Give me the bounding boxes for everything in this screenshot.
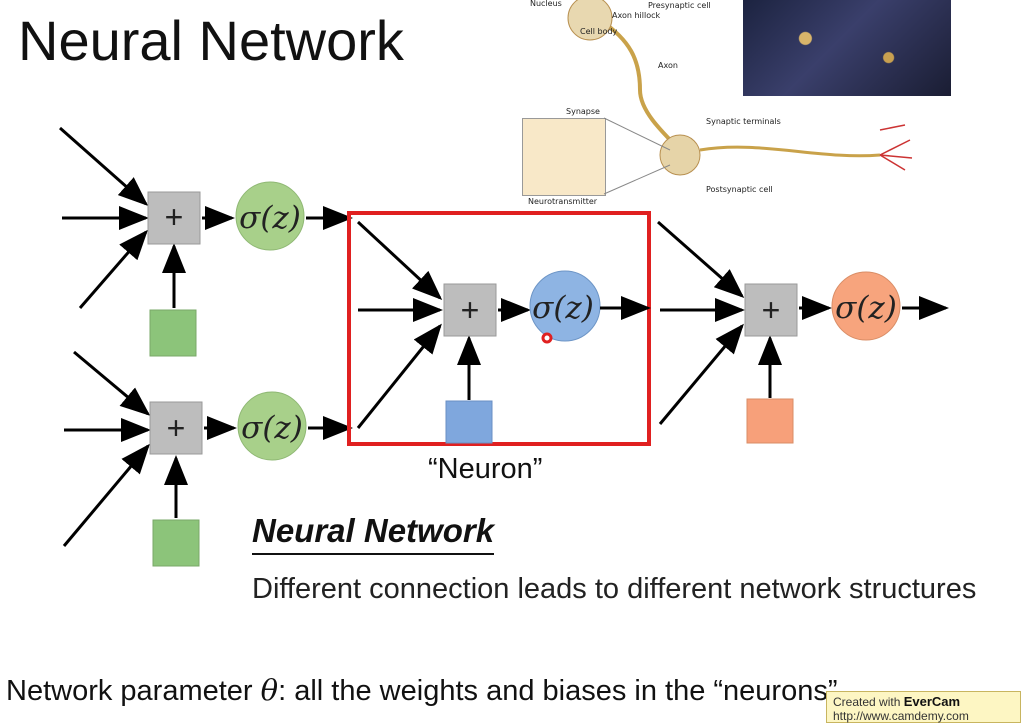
parameter-prefix: Network parameter xyxy=(6,675,261,707)
slide-title: Neural Network xyxy=(18,9,404,72)
watermark-url: http://www.camdemy.com xyxy=(833,709,969,723)
sigma-z-label: σ(z) xyxy=(241,410,303,446)
sum-box xyxy=(149,401,203,455)
label-synapse: Synapse xyxy=(566,107,600,116)
cell-body-shape xyxy=(567,0,613,41)
label-postsynaptic-cell: Postsynaptic cell xyxy=(706,185,773,194)
bias-square xyxy=(152,519,200,567)
neural-network-heading: Neural Network xyxy=(252,511,495,555)
sigmoid-activation xyxy=(235,181,305,251)
watermark-brand: EverCam xyxy=(903,694,961,709)
label-neurotransmitter: Neurotransmitter xyxy=(528,197,598,206)
description-text: Different connection leads to different … xyxy=(252,573,977,605)
label-nucleus: Nucleus xyxy=(530,0,562,8)
neuron-photo xyxy=(743,0,951,96)
watermark-prefix: Created with xyxy=(833,695,901,709)
bias-square xyxy=(445,400,493,444)
neuron-middle: + σ(z) xyxy=(356,220,651,444)
cursor-pointer xyxy=(541,332,553,344)
theta-symbol: θ xyxy=(260,673,279,707)
label-presynaptic-cell: Presynaptic cell xyxy=(648,1,711,10)
label-synaptic-terminals: Synaptic terminals xyxy=(706,117,781,126)
sigmoid-activation xyxy=(831,271,901,341)
parameter-suffix: : all the weights and biases in the “neu… xyxy=(278,675,838,707)
sum-box xyxy=(443,283,497,337)
evercam-watermark: Created with EverCam http://www.camdemy.… xyxy=(826,691,1021,723)
synapse-illustration xyxy=(522,118,606,196)
neuron-bottom-left: + σ(z) xyxy=(62,350,353,567)
neuron-top-left: + σ(z) xyxy=(59,126,353,357)
bias-square xyxy=(149,309,197,357)
bias-square xyxy=(746,398,794,444)
neuron-caption: “Neuron” xyxy=(428,453,543,485)
plus-sign: + xyxy=(167,410,186,446)
sigmoid-activation xyxy=(529,270,601,342)
plus-sign: + xyxy=(165,199,184,235)
biological-neuron-sketch xyxy=(598,18,913,171)
neuron-highlight-box xyxy=(347,211,651,446)
sigma-z-label: σ(z) xyxy=(532,290,594,326)
sigma-z-label: σ(z) xyxy=(835,290,897,326)
label-axon: Axon xyxy=(658,61,678,70)
plus-sign: + xyxy=(461,292,480,328)
plus-sign: + xyxy=(762,292,781,328)
postsynaptic-cell-shape xyxy=(659,134,701,176)
parameter-statement: Network parameter θ: all the weights and… xyxy=(6,673,838,708)
sum-box xyxy=(147,191,201,245)
sum-box xyxy=(744,283,798,337)
label-axon-hillock: Axon hillock xyxy=(612,11,661,20)
sigma-z-label: σ(z) xyxy=(239,200,301,236)
neuron-right: + σ(z) xyxy=(657,220,949,444)
label-cell-body: Cell body xyxy=(580,27,618,36)
sigmoid-activation xyxy=(237,391,307,461)
